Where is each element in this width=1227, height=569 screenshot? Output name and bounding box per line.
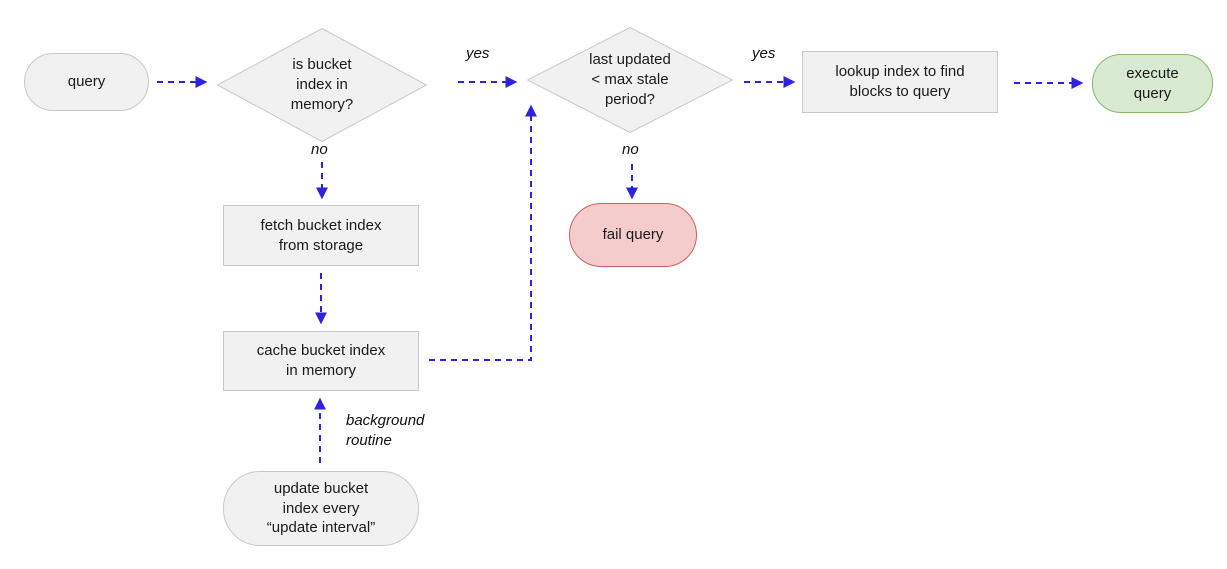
diamond-shape [217,28,427,142]
node-execute-query-label: execute query [1126,64,1179,102]
node-lookup-index-label: lookup index to find blocks to query [835,63,965,100]
node-query-label: query [67,73,106,91]
node-cache-bucket-index-label: cache bucket index in memory [256,342,386,379]
node-fetch-bucket-index: fetch bucket index from storage [223,205,419,266]
edge-label-yes-memory: yes [466,45,490,62]
node-query: query [24,53,149,111]
node-fail-query-label: fail query [602,226,664,244]
edge-label-background-routine: background routine [346,412,425,450]
edge-cache-to-stale-decision [429,104,537,361]
edge-label-no-stale: no [622,141,639,158]
node-decision-bucket-index-in-memory: is bucket index in memory? [217,28,427,142]
node-update-bucket-index: update bucket index every “update interv… [223,471,419,546]
node-cache-bucket-index: cache bucket index in memory [223,331,419,391]
node-decision-stale-label: last updated < max stale period? [589,51,671,108]
node-execute-query: execute query [1092,54,1213,113]
edge-label-yes-stale: yes [752,45,776,62]
diamond-shape [527,27,733,133]
node-lookup-index: lookup index to find blocks to query [802,51,998,113]
node-decision-memory-label: is bucket index in memory? [290,56,354,113]
edge-label-no-memory: no [311,141,328,158]
node-fail-query: fail query [569,203,697,267]
node-update-bucket-index-label: update bucket index every “update interv… [266,479,376,537]
node-decision-last-updated-stale: last updated < max stale period? [527,27,733,133]
node-fetch-bucket-index-label: fetch bucket index from storage [260,216,382,254]
